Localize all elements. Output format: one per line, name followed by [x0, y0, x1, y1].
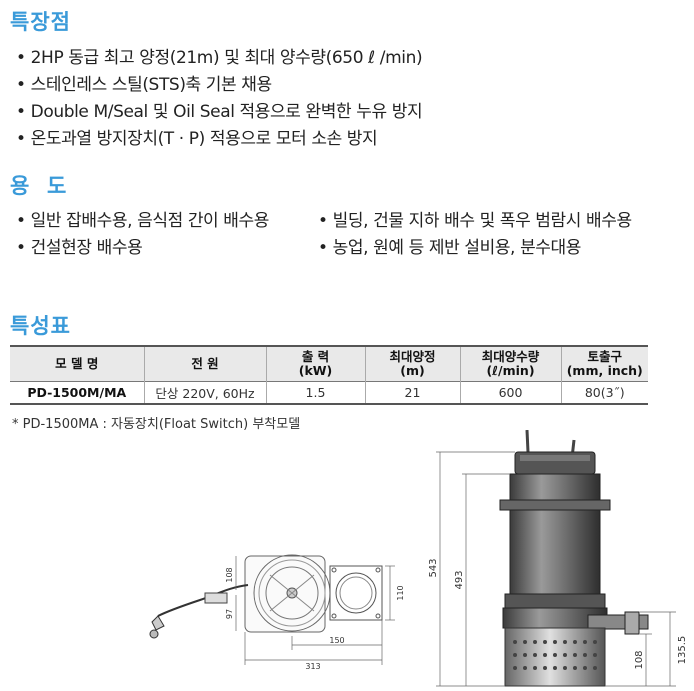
feature-item: 2HP 동급 최고 양정(21m) 및 최대 양수량(650 ℓ /min) [16, 43, 423, 68]
header-power-source: 전 원 [143, 346, 266, 382]
cell-max-flow: 600 [459, 381, 561, 404]
cell-output: 1.5 [265, 381, 365, 404]
cell-power-source: 단상 220V, 60Hz [143, 381, 266, 404]
header-outlet: 토출구(mm, inch) [560, 346, 648, 382]
dim-side-h: 97 [225, 609, 234, 619]
header-max-flow: 최대양수량(ℓ/min) [459, 346, 561, 382]
spec-table: 모 델 명 전 원 출 력(kW) 최대양정(m) 최대양수량(ℓ/min) 토… [10, 345, 648, 405]
header-output: 출 력(kW) [265, 346, 365, 382]
dim-total-w: 313 [305, 662, 320, 671]
usage-title: 용 도 [10, 174, 68, 198]
cell-outlet: 80(3˝) [560, 381, 648, 404]
table-row: PD-1500M/MA 단상 220V, 60Hz 1.5 21 600 80(… [10, 381, 648, 404]
usage-item: 건설현장 배수용 [16, 233, 143, 258]
pump-dimension-drawing: 108 97 110 150 313 [149, 430, 688, 687]
usage-item: 빌딩, 건물 지하 배수 및 폭우 범람시 배수용 [318, 206, 633, 231]
header-model: 모 델 명 [10, 346, 144, 382]
cell-model: PD-1500M/MA [27, 385, 127, 400]
side-view-dimensions [436, 451, 676, 687]
features-title: 특장점 [10, 10, 71, 34]
dim-outlet-h: 110 [396, 585, 405, 600]
dim-outlet-top-h: 135.5 [677, 636, 688, 665]
spec-note: * PD-1500MA : 자동장치(Float Switch) 부착모델 [12, 417, 301, 432]
feature-item: Double M/Seal 및 Oil Seal 적용으로 완벽한 누유 방지 [16, 97, 423, 122]
pump-side-view [499, 430, 649, 687]
spec-title: 특성표 [10, 314, 71, 338]
usage-item: 농업, 원예 등 제반 설비용, 분수대용 [318, 233, 582, 258]
top-view [149, 554, 383, 639]
dim-body-h: 493 [454, 570, 465, 589]
usage-item: 일반 잡배수용, 음식점 간이 배수용 [16, 206, 270, 231]
feature-item: 온도과열 방지장치(T · P) 적용으로 모터 소손 방지 [16, 124, 378, 149]
strainer-holes [513, 640, 597, 670]
cell-max-head: 21 [364, 381, 460, 404]
dim-top-h: 108 [225, 567, 234, 582]
dim-total-h: 543 [428, 558, 439, 577]
dim-outlet-w: 150 [329, 636, 344, 645]
spec-header-row: 모 델 명 전 원 출 력(kW) 최대양정(m) 최대양수량(ℓ/min) 토… [10, 346, 648, 382]
dim-outlet-center-h: 108 [634, 650, 645, 669]
feature-item: 스테인레스 스틸(STS)축 기본 채용 [16, 70, 273, 95]
top-view-dimensions [235, 556, 395, 665]
header-max-head: 최대양정(m) [364, 346, 460, 382]
